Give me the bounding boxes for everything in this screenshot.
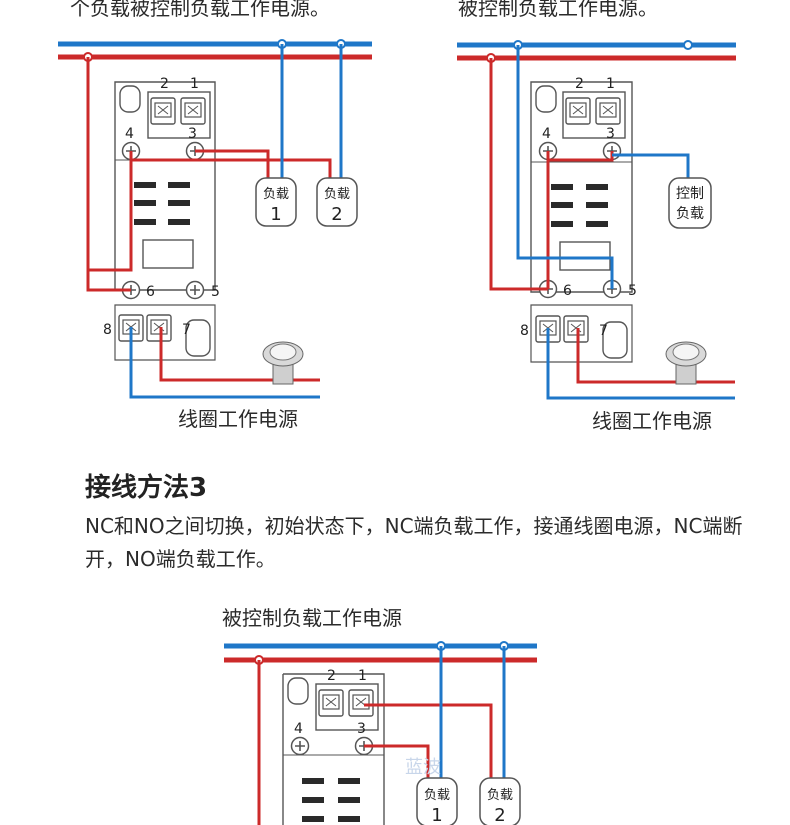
svg-text:2: 2 (327, 668, 336, 684)
method3-description: NC和NO之间切换，初始状态下，NC端负载工作，接通线圈电源，NC端断开，NO端… (85, 514, 743, 571)
load-box-icon (668, 177, 712, 229)
svg-text:6: 6 (146, 284, 155, 300)
top-right-caption: 被控制负载工作电源。 (458, 0, 658, 20)
diagram-top-right: 2 1 4 3 6 5 8 7 控制 负载 (457, 40, 736, 400)
diagram-top-left: 2 1 4 3 6 5 8 7 负载 1 负载 2 (58, 39, 372, 399)
load2-line1: 负载 (324, 187, 350, 202)
load1-line2: 1 (270, 204, 281, 225)
svg-text:8: 8 (520, 323, 529, 339)
diagram-method3: 2 1 4 3 蓝波 负载 1 负载 2 (224, 641, 537, 825)
svg-text:6: 6 (563, 283, 572, 299)
svg-text:3: 3 (188, 126, 197, 142)
method3-caption: 被控制负载工作电源 (222, 606, 402, 630)
svg-text:7: 7 (599, 323, 608, 339)
svg-text:1: 1 (606, 76, 615, 92)
method3-title: 接线方法3 (85, 473, 208, 503)
watermark: 蓝波 (405, 757, 441, 778)
load-box-icon (255, 177, 297, 227)
coil-caption-right: 线圈工作电源 (592, 409, 712, 433)
svg-text:负载: 负载 (424, 788, 450, 803)
svg-text:4: 4 (542, 126, 551, 142)
svg-text:4: 4 (125, 126, 134, 142)
svg-text:4: 4 (294, 721, 303, 737)
push-button-switch-icon (262, 341, 304, 385)
svg-text:3: 3 (606, 126, 615, 142)
svg-text:8: 8 (103, 322, 112, 338)
svg-text:7: 7 (182, 322, 191, 338)
coil-caption-left: 线圈工作电源 (178, 407, 298, 431)
svg-text:2: 2 (575, 76, 584, 92)
terminal-1-label: 1 (190, 76, 199, 92)
load2-line2: 2 (331, 204, 342, 225)
svg-text:5: 5 (628, 283, 637, 299)
svg-text:1: 1 (431, 805, 442, 825)
svg-text:负载: 负载 (676, 206, 704, 222)
load1-line1: 负载 (263, 187, 289, 202)
svg-text:控制: 控制 (676, 186, 704, 202)
svg-text:负载: 负载 (487, 788, 513, 803)
svg-text:2: 2 (494, 805, 505, 825)
svg-text:3: 3 (357, 721, 366, 737)
load-box-icon (479, 777, 521, 825)
push-button-switch-icon (665, 341, 707, 385)
load-box-icon (416, 777, 458, 825)
svg-text:1: 1 (358, 668, 367, 684)
load-box-icon (316, 177, 358, 227)
top-left-caption: 个负载被控制负载工作电源。 (70, 0, 330, 20)
terminal-2-label: 2 (160, 76, 169, 92)
svg-text:5: 5 (211, 284, 220, 300)
